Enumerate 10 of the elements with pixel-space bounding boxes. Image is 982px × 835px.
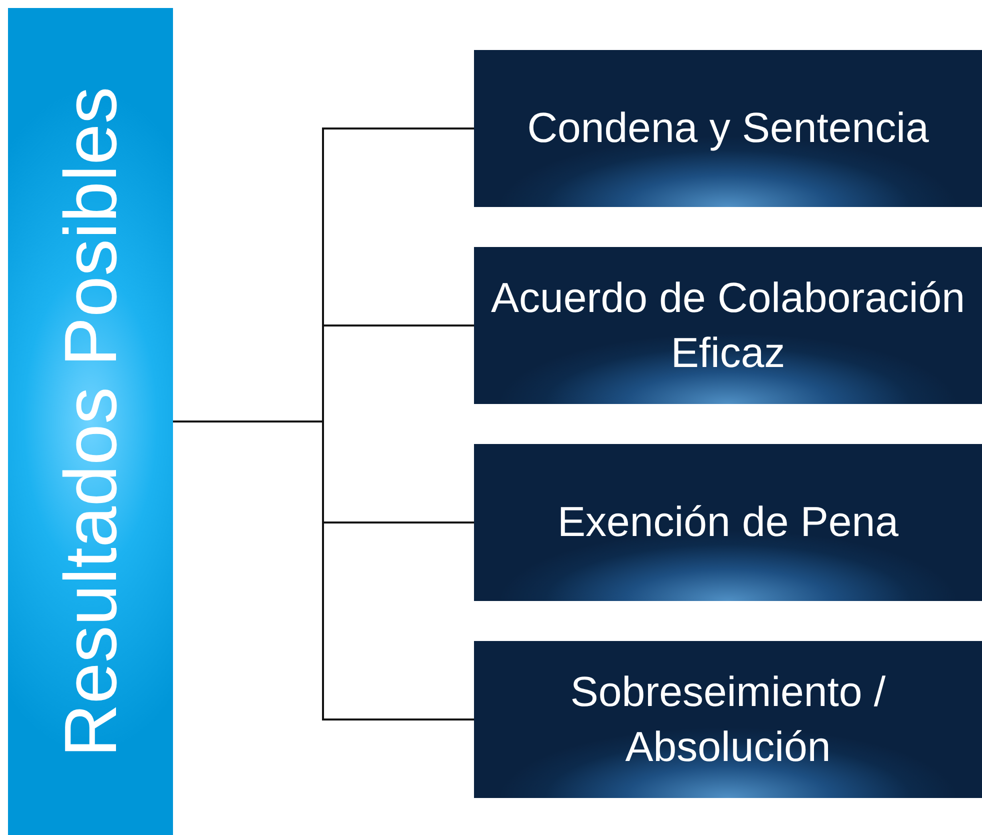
outcome-label: Condena y Sentencia [527,103,929,154]
outcome-box [474,444,982,601]
outcome-box [474,247,982,404]
vertical-heading: Resultados Posibles [54,86,128,757]
outcome-label: Exención de Pena [558,497,898,548]
outcome-label: Sobreseimiento / Absolución [569,666,887,772]
outcome-label: Acuerdo de Colaboración Eficaz [490,272,966,378]
outcome-box [474,50,982,207]
title-bar [8,8,173,835]
outcome-box [474,641,982,798]
